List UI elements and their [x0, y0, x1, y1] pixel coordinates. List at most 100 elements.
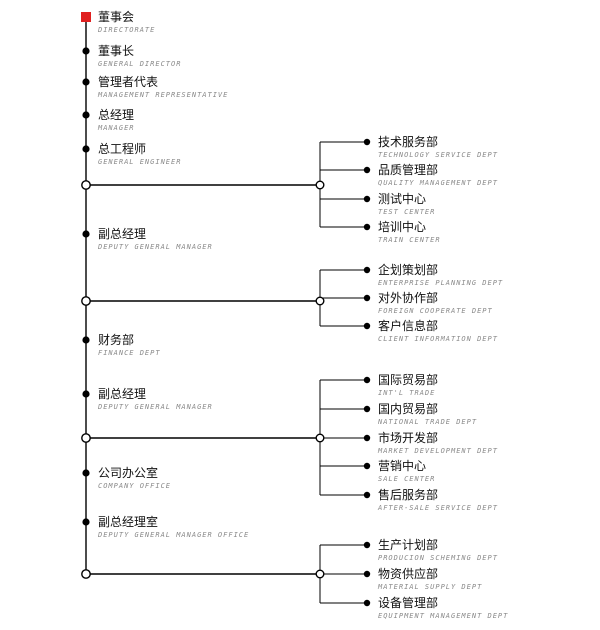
- child-node-dot: [363, 294, 371, 302]
- child-node-dot: [363, 195, 371, 203]
- main-node-subtitle: DEPUTY GENERAL MANAGER: [97, 243, 213, 251]
- department-node-subtitle: NATIONAL TRADE DEPT: [377, 418, 477, 426]
- main-node-subtitle: MANAGER: [97, 124, 135, 132]
- department-node-subtitle: PRODUCION SCHEMING DEPT: [378, 554, 498, 562]
- department-node-title: 对外协作部: [378, 290, 438, 305]
- main-node: 总工程师 GENERAL ENGINEER: [98, 141, 181, 166]
- department-node-subtitle: MATERIAL SUPPLY DEPT: [377, 583, 482, 591]
- main-node-title: 总工程师: [98, 141, 146, 156]
- main-node-dot: [82, 47, 90, 55]
- main-node-subtitle: GENERAL ENGINEER: [98, 158, 181, 166]
- department-node: 售后服务部 AFTER-SALE SERVICE DEPT: [377, 487, 498, 512]
- department-node-title: 国内贸易部: [378, 401, 438, 416]
- child-node-dot: [363, 223, 371, 231]
- main-node-dot: [82, 230, 90, 238]
- main-node: 副总经理 DEPUTY GENERAL MANAGER: [97, 227, 213, 251]
- department-node-title: 生产计划部: [378, 537, 438, 552]
- main-node-title: 管理者代表: [98, 74, 158, 89]
- department-node-subtitle: MARKET DEVELOPMENT DEPT: [377, 447, 498, 455]
- department-node-title: 物资供应部: [378, 566, 438, 581]
- department-node-subtitle: CLIENT INFORMATION DEPT: [378, 335, 498, 343]
- child-node-dot: [363, 541, 371, 549]
- child-node-dot: [363, 434, 371, 442]
- department-node: 测试中心 TEST CENTER: [378, 191, 435, 216]
- main-node: 管理者代表 MANAGEMENT REPRESENTATIVE: [97, 74, 228, 99]
- department-node: 国内贸易部 NATIONAL TRADE DEPT: [377, 401, 477, 426]
- main-node-title: 副总经理: [98, 227, 146, 241]
- department-node: 培训中心 TRAIN CENTER: [378, 219, 441, 244]
- department-node: 客户信息部 CLIENT INFORMATION DEPT: [378, 318, 498, 343]
- department-node: 物资供应部 MATERIAL SUPPLY DEPT: [377, 566, 482, 591]
- main-node: 总经理 MANAGER: [97, 108, 135, 132]
- main-node-dot: [82, 111, 90, 119]
- main-node-subtitle: DEPUTY GENERAL MANAGER: [97, 403, 213, 411]
- child-node-dot: [363, 376, 371, 384]
- main-node-subtitle: GENERAL DIRECTOR: [98, 60, 181, 68]
- hub-ring: [81, 296, 91, 306]
- department-node-subtitle: ENTERPRISE PLANNING DEPT: [378, 279, 503, 287]
- department-node-subtitle: SALE CENTER: [378, 475, 435, 483]
- department-node-title: 测试中心: [378, 191, 426, 206]
- main-node-title: 副总经理: [98, 387, 146, 401]
- root-node-subtitle: DIRECTORATE: [97, 26, 155, 34]
- department-node-title: 国际贸易部: [378, 372, 438, 387]
- department-node-subtitle: AFTER-SALE SERVICE DEPT: [377, 504, 498, 512]
- main-node-dot: [82, 469, 90, 477]
- department-node-subtitle: FOREIGN COOPERATE DEPT: [378, 307, 493, 315]
- branch-hub-ring: [315, 569, 325, 579]
- main-node-subtitle: COMPANY OFFICE: [98, 482, 171, 490]
- main-node-dot: [82, 390, 90, 398]
- main-node-title: 副总经理室: [98, 514, 158, 529]
- main-node-subtitle: MANAGEMENT REPRESENTATIVE: [97, 91, 228, 99]
- main-node-dot: [82, 336, 90, 344]
- hub-ring: [81, 180, 91, 190]
- branch-hub-ring: [315, 180, 325, 190]
- node-markers: [81, 12, 371, 607]
- main-node-title: 财务部: [98, 332, 134, 347]
- hub-ring: [81, 433, 91, 443]
- department-node-subtitle: INT'L TRADE: [378, 389, 435, 397]
- node-labels: 董事会 DIRECTORATE 董事长 GENERAL DIRECTOR 管理者代表 MA…: [97, 10, 507, 620]
- department-node-subtitle: TRAIN CENTER: [378, 236, 441, 244]
- root-marker: [81, 12, 91, 22]
- department-node: 国际贸易部 INT'L TRADE: [378, 372, 438, 397]
- department-node-title: 技术服务部: [378, 134, 438, 149]
- department-node-title: 客户信息部: [378, 318, 438, 333]
- department-node-title: 营销中心: [378, 458, 426, 473]
- child-node-dot: [363, 166, 371, 174]
- hub-ring: [81, 569, 91, 579]
- department-node-subtitle: QUALITY MANAGEMENT DEPT: [378, 179, 498, 187]
- child-node-dot: [363, 570, 371, 578]
- department-node: 企划策划部 ENTERPRISE PLANNING DEPT: [378, 262, 503, 287]
- root-node-title: 董事会: [98, 10, 134, 24]
- main-node-title: 董事长: [98, 44, 134, 58]
- department-node-title: 售后服务部: [378, 487, 438, 502]
- main-node-dot: [82, 518, 90, 526]
- department-node: 市场开发部 MARKET DEVELOPMENT DEPT: [377, 430, 498, 455]
- department-node-title: 设备管理部: [378, 595, 438, 610]
- child-node-dot: [363, 322, 371, 330]
- department-node-subtitle: TEST CENTER: [378, 208, 435, 216]
- main-node: 副总经理 DEPUTY GENERAL MANAGER: [97, 387, 213, 411]
- department-node-title: 企划策划部: [378, 262, 438, 277]
- child-node-dot: [363, 599, 371, 607]
- child-node-dot: [363, 491, 371, 499]
- main-node-dot: [82, 78, 90, 86]
- department-node-title: 市场开发部: [378, 430, 438, 445]
- child-node-dot: [363, 405, 371, 413]
- main-node-title: 总经理: [98, 108, 134, 122]
- department-node-title: 培训中心: [378, 219, 426, 234]
- main-node-dot: [82, 145, 90, 153]
- branch-hub-ring: [315, 296, 325, 306]
- department-node: 对外协作部 FOREIGN COOPERATE DEPT: [378, 290, 493, 315]
- branch-hub-ring: [315, 433, 325, 443]
- child-node-dot: [363, 266, 371, 274]
- main-node-subtitle: FINANCE DEPT: [98, 349, 161, 357]
- department-node: 营销中心 SALE CENTER: [378, 458, 435, 483]
